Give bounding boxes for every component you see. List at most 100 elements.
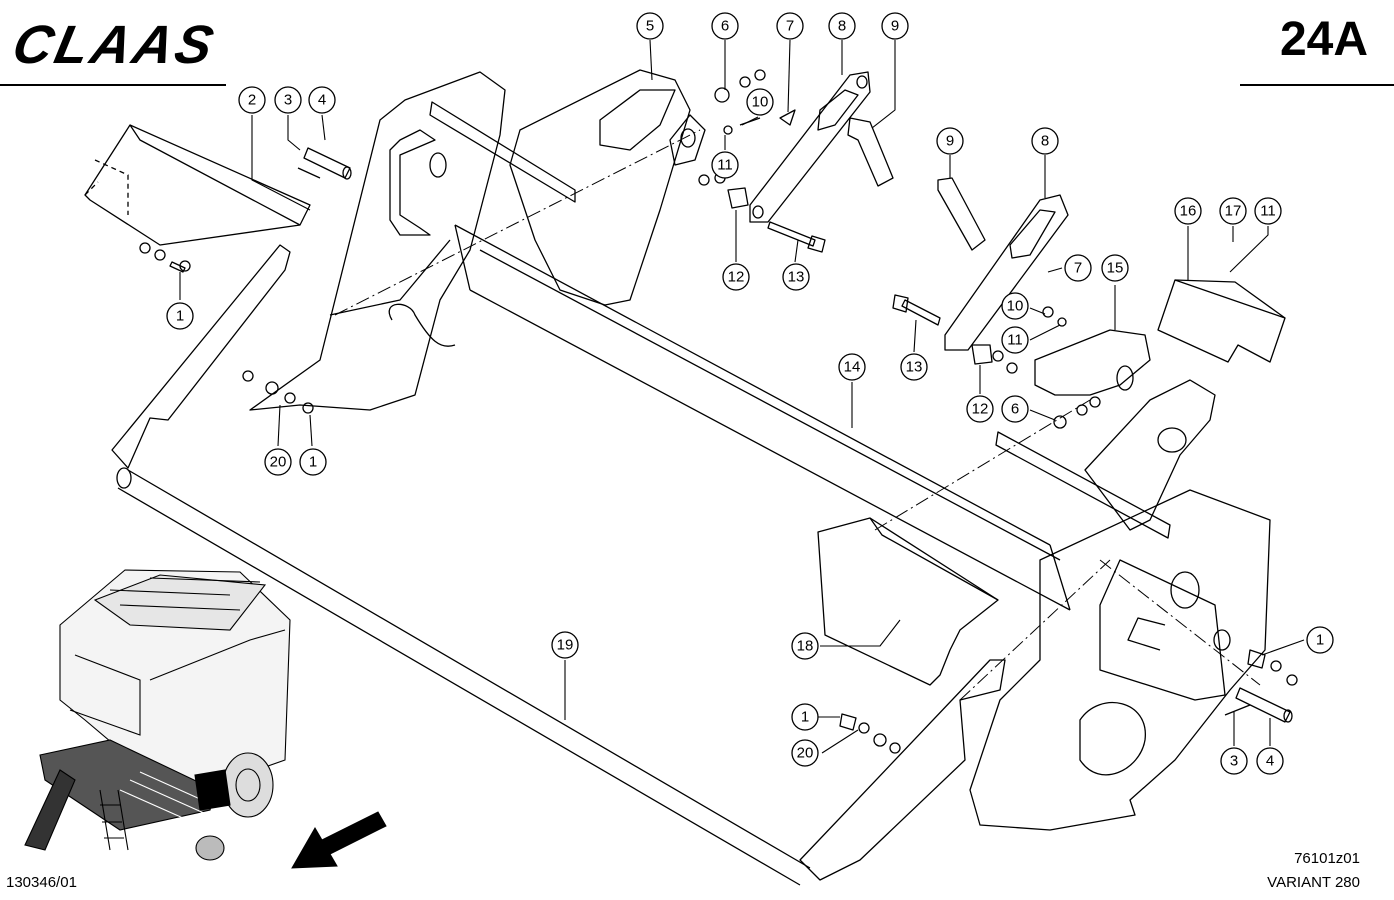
callout-8-a-label: 8 bbox=[838, 18, 846, 35]
baler-overview-illustration bbox=[24, 569, 291, 861]
callout-6-a: 6 bbox=[711, 12, 739, 40]
left-bracket-5 bbox=[389, 69, 706, 306]
callout-labels: 2 3 4 1 20 1 5 6 7 8 9 10 11 12 13 9 8 7… bbox=[166, 12, 1334, 775]
callout-11-c-label: 11 bbox=[1007, 332, 1023, 349]
fasteners-right-lower bbox=[1247, 649, 1298, 686]
callout-15: 15 bbox=[1101, 254, 1129, 282]
bolt-13-right bbox=[892, 294, 941, 326]
callout-14: 14 bbox=[838, 353, 866, 381]
header-rule-left bbox=[0, 84, 226, 86]
callout-11-b: 11 bbox=[1254, 197, 1282, 225]
callout-1-b: 1 bbox=[299, 448, 327, 476]
callout-12-a: 12 bbox=[722, 263, 750, 291]
callout-1-b-label: 1 bbox=[309, 454, 317, 471]
callout-11-b-label: 11 bbox=[1260, 203, 1276, 220]
callout-2: 2 bbox=[238, 86, 266, 114]
callout-6-a-label: 6 bbox=[721, 18, 729, 35]
callout-12-b: 12 bbox=[966, 395, 994, 423]
callout-8-b-label: 8 bbox=[1041, 133, 1049, 150]
callout-12-b-label: 12 bbox=[972, 401, 989, 418]
callout-3-b-label: 3 bbox=[1230, 753, 1238, 770]
callout-4-b-label: 4 bbox=[1266, 753, 1274, 770]
document-id: 130346/01 bbox=[6, 874, 77, 891]
cover-2 bbox=[84, 124, 311, 246]
callout-4: 4 bbox=[308, 86, 336, 114]
fasteners-top-middle bbox=[698, 69, 796, 209]
callout-5-label: 5 bbox=[646, 18, 654, 35]
callout-13-b-label: 13 bbox=[906, 359, 923, 376]
callout-16: 16 bbox=[1174, 197, 1202, 225]
shaft-4-left bbox=[297, 147, 352, 180]
callout-1-a: 1 bbox=[166, 302, 194, 330]
callout-17: 17 bbox=[1219, 197, 1247, 225]
callout-8-a: 8 bbox=[828, 12, 856, 40]
callout-4-label: 4 bbox=[318, 92, 326, 109]
bracket-15 bbox=[1034, 329, 1151, 396]
cover-18 bbox=[817, 517, 999, 686]
callout-7-b: 7 bbox=[1064, 254, 1092, 282]
callout-9-b: 9 bbox=[936, 127, 964, 155]
callout-5: 5 bbox=[636, 12, 664, 40]
cover-16 bbox=[1157, 279, 1286, 363]
link-8-top bbox=[749, 71, 894, 223]
callout-1-d: 1 bbox=[1306, 626, 1334, 654]
callout-3-label: 3 bbox=[284, 92, 292, 109]
callout-2-label: 2 bbox=[248, 92, 256, 109]
callout-1-d-label: 1 bbox=[1316, 632, 1324, 649]
callout-7-b-label: 7 bbox=[1074, 260, 1082, 277]
callout-13-b: 13 bbox=[900, 353, 928, 381]
callout-7-a-label: 7 bbox=[786, 18, 794, 35]
header-rule-right bbox=[1240, 84, 1394, 86]
callout-6-b-label: 6 bbox=[1011, 401, 1019, 418]
callout-9-a: 9 bbox=[881, 12, 909, 40]
callout-1-c: 1 bbox=[791, 703, 819, 731]
callout-3: 3 bbox=[274, 86, 302, 114]
callout-6-b: 6 bbox=[1001, 395, 1029, 423]
right-bracket bbox=[995, 379, 1216, 539]
callout-8-b: 8 bbox=[1031, 127, 1059, 155]
shaft-4-right bbox=[1224, 687, 1293, 723]
callout-1-c-label: 1 bbox=[801, 709, 809, 726]
callout-10-a: 10 bbox=[746, 88, 774, 116]
callout-1-a-label: 1 bbox=[176, 308, 184, 325]
fasteners-lower-middle bbox=[839, 713, 901, 754]
page-number: 24A bbox=[1279, 13, 1368, 66]
alignment-lines bbox=[334, 129, 1261, 701]
callout-11-a: 11 bbox=[711, 151, 739, 179]
cross-tube-19 bbox=[116, 467, 811, 886]
callout-9-a-label: 9 bbox=[891, 18, 899, 35]
drawing-id: 76101z01 bbox=[1294, 850, 1360, 867]
callout-10-b: 10 bbox=[1001, 292, 1029, 320]
callout-13-a: 13 bbox=[782, 263, 810, 291]
left-side-plate bbox=[111, 71, 506, 469]
direction-arrow bbox=[291, 811, 387, 869]
callout-19-label: 19 bbox=[557, 637, 574, 654]
callout-20-b-label: 20 bbox=[797, 745, 814, 762]
bolt-13-top bbox=[767, 221, 826, 253]
callout-16-label: 16 bbox=[1180, 203, 1197, 220]
callout-20-a-label: 20 bbox=[270, 454, 287, 471]
callout-14-label: 14 bbox=[844, 359, 861, 376]
callout-18-label: 18 bbox=[797, 638, 814, 655]
lower-right-frame bbox=[799, 659, 1006, 881]
callout-10-b-label: 10 bbox=[1007, 298, 1024, 315]
callout-13-a-label: 13 bbox=[788, 269, 805, 286]
link-8-right bbox=[937, 177, 1069, 351]
callout-4-b: 4 bbox=[1256, 747, 1284, 775]
callout-20-b: 20 bbox=[791, 739, 819, 767]
callout-20-a: 20 bbox=[264, 448, 292, 476]
callout-19: 19 bbox=[551, 631, 579, 659]
right-side-plate bbox=[969, 489, 1271, 831]
leader-lines bbox=[179, 39, 1305, 754]
callout-9-b-label: 9 bbox=[946, 133, 954, 150]
callout-7-a: 7 bbox=[776, 12, 804, 40]
callout-15-label: 15 bbox=[1107, 260, 1124, 277]
callout-11-a-label: 11 bbox=[717, 157, 733, 174]
callout-17-label: 17 bbox=[1225, 203, 1242, 220]
callout-3-b: 3 bbox=[1220, 747, 1248, 775]
callout-12-a-label: 12 bbox=[728, 269, 745, 286]
fasteners-left bbox=[139, 242, 314, 414]
fasteners-right-middle bbox=[971, 306, 1101, 429]
model-name: VARIANT 280 bbox=[1267, 874, 1360, 891]
